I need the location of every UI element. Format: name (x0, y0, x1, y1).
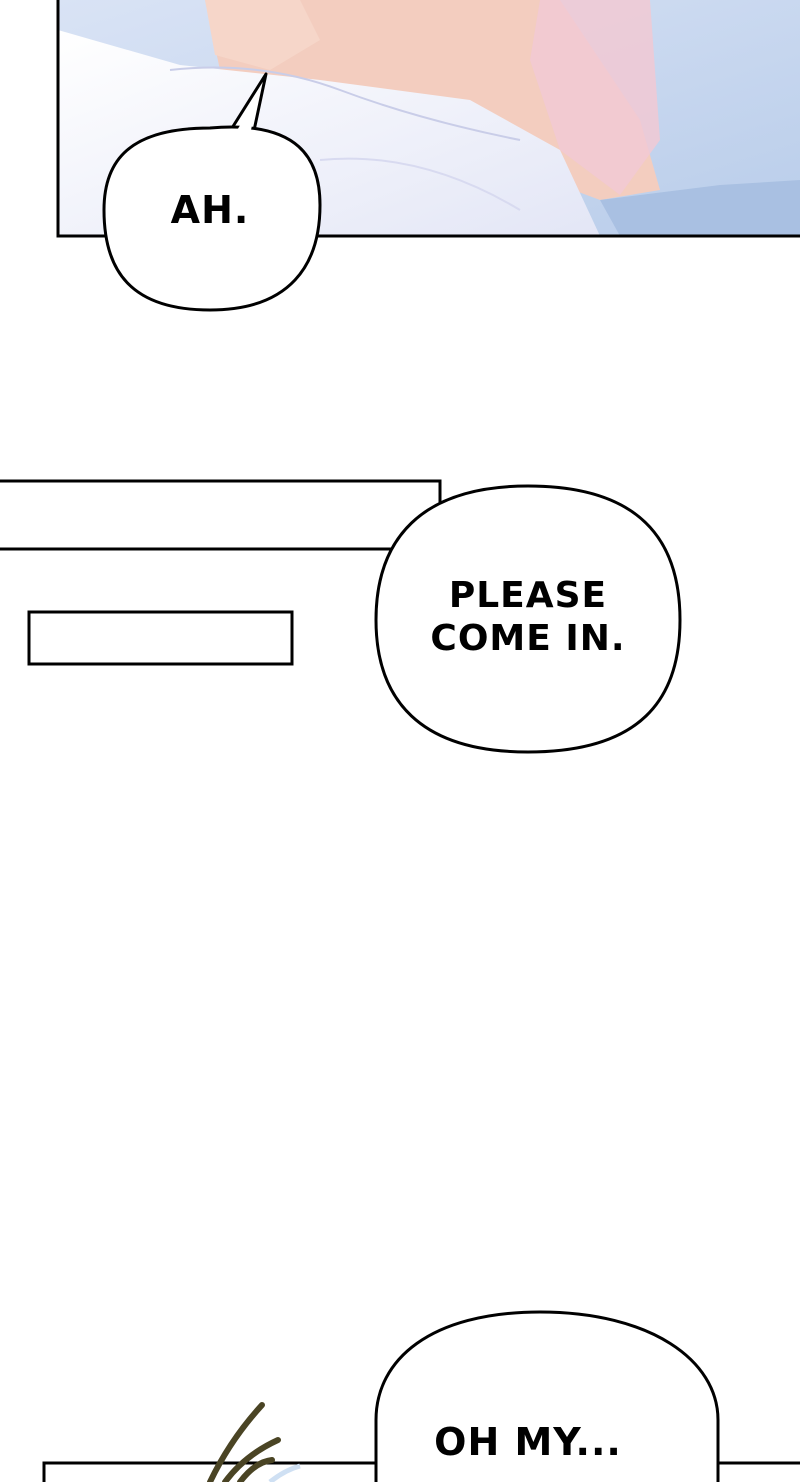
speech-bubble-please-come-in (374, 484, 682, 754)
bubble-text-ah: AH. (170, 188, 250, 232)
hair-strokes (207, 1402, 281, 1482)
middle-panel-frames (0, 479, 442, 666)
small-box-panel (27, 610, 294, 666)
bubble-text-please-come-in: PLEASE COME IN. (430, 575, 626, 660)
robe-fold (530, 0, 660, 195)
background-shadow (600, 180, 800, 236)
sleeve (205, 0, 320, 70)
panel-frame (56, 0, 800, 238)
speech-bubble-oh-my (374, 1310, 720, 1482)
bubble-text-oh-my: OH MY... (434, 1420, 622, 1464)
speech-bubble-ah (102, 72, 322, 312)
